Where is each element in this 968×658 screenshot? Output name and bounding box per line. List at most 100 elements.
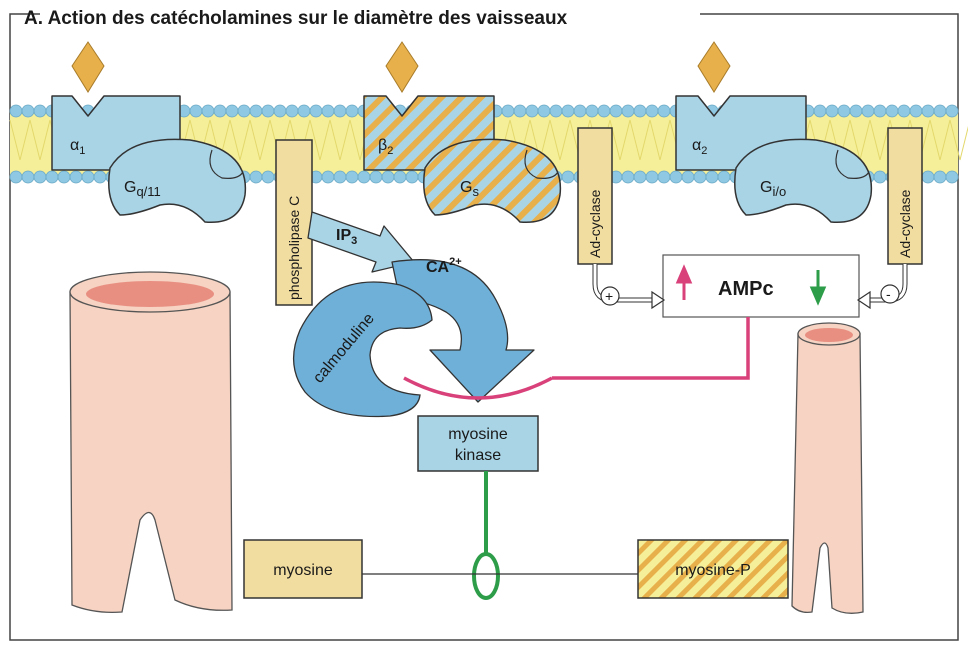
svg-text:kinase: kinase [455,447,501,464]
lipid-head [286,105,298,117]
phospholipase-c-box: phospholipase C [276,140,312,305]
lipid-head [34,171,46,183]
lipid-head [262,171,274,183]
lipid-head [670,171,682,183]
lipid-head [250,105,262,117]
lipid-head [190,105,202,117]
ligand-diamond-1 [72,42,104,92]
lipid-head [850,105,862,117]
lipid-head [82,171,94,183]
lipid-head [658,105,670,117]
svg-text:Ad-cyclase: Ad-cyclase [897,189,913,258]
lipid-head [238,105,250,117]
lipid-head [262,105,274,117]
lipid-head [358,171,370,183]
lipid-head [526,105,538,117]
lipid-head [22,105,34,117]
lipid-head [34,105,46,117]
lipid-head [898,105,910,117]
lipid-head [922,105,934,117]
adcyclase-inhibition-arrow: - [858,264,905,308]
vessel-dilated [70,272,232,612]
lipid-head [214,105,226,117]
lipid-head [694,171,706,183]
svg-text:myosine-P: myosine-P [675,562,751,579]
lipid-head [586,105,598,117]
lipid-head [622,105,634,117]
svg-text:phospholipase C: phospholipase C [286,196,302,300]
lipid-head [838,105,850,117]
lipid-head [394,171,406,183]
figure-title: A. Action des catécholamines sur le diam… [24,8,568,29]
lipid-head [946,171,958,183]
lipid-head [382,171,394,183]
lipid-head [322,105,334,117]
lipid-head [322,171,334,183]
lipid-head [562,105,574,117]
lipid-head [346,105,358,117]
lipid-head [226,105,238,117]
lipid-head [826,105,838,117]
lipid-head [10,171,22,183]
lipid-head [250,171,262,183]
lipid-head [310,105,322,117]
adcyclase-box-1: Ad-cyclase [578,128,612,264]
myosin-box: myosine [244,540,362,598]
lipid-head [10,105,22,117]
lipid-head [370,171,382,183]
lipid-head [538,105,550,117]
svg-text:myosine: myosine [448,426,508,443]
svg-text:AMPc: AMPc [718,278,774,300]
lipid-head [682,171,694,183]
lipid-head [550,105,562,117]
lipid-head [634,171,646,183]
lipid-head [874,105,886,117]
myosin-kinase-box: myosine kinase [418,416,538,471]
adcyclase-stimulation-arrow: + [595,264,664,308]
lipid-head [610,105,622,117]
lipid-head [934,171,946,183]
lipid-head [634,105,646,117]
lipid-head [814,105,826,117]
lipid-head [346,171,358,183]
lipid-head [406,171,418,183]
lipid-head [874,171,886,183]
lipid-head [718,171,730,183]
gprotein-gs: Gs [424,139,561,222]
lipid-head [886,105,898,117]
lipid-head [922,171,934,183]
ligand-diamond-2 [386,42,418,92]
lipid-head [646,105,658,117]
lipid-head [46,171,58,183]
gprotein-gio: Gi/o [735,139,872,222]
myosin-p-box: myosine-P [638,540,788,598]
lipid-head [706,171,718,183]
lipid-head [298,105,310,117]
svg-text:+: + [605,288,613,304]
lipid-head [70,171,82,183]
vessel-constricted [792,323,863,613]
lipid-head [598,105,610,117]
lipid-head [58,171,70,183]
svg-text:Ad-cyclase: Ad-cyclase [587,189,603,258]
svg-text:-: - [886,286,891,302]
svg-text:myosine: myosine [273,562,333,579]
lipid-head [502,105,514,117]
lipid-head [562,171,574,183]
kinase-ring [474,554,498,598]
ligand-diamond-3 [698,42,730,92]
lipid-head [658,171,670,183]
lipid-head [22,171,34,183]
calmodulin: calmoduline [294,282,432,417]
lipid-head [622,171,634,183]
lipid-head [94,171,106,183]
lipid-head [334,105,346,117]
lipid-head [646,171,658,183]
lipid-head [910,105,922,117]
gprotein-gq11: Gq/11 [109,139,246,222]
adcyclase-box-2: Ad-cyclase [888,128,922,264]
lipid-head [334,171,346,183]
lipid-head [934,105,946,117]
calcium-arrow: CA2+ [392,256,534,402]
